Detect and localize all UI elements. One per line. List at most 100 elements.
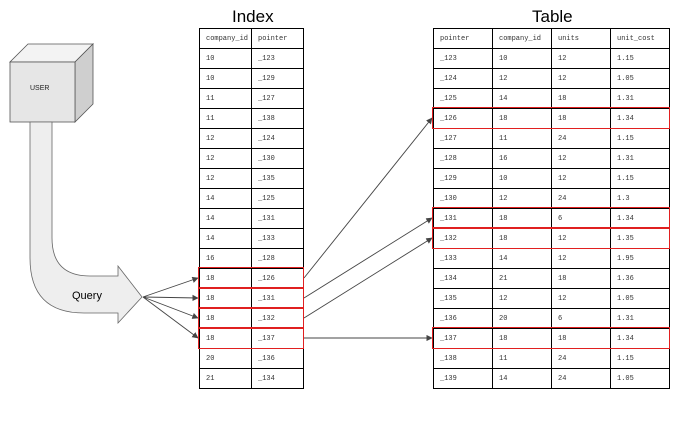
index-row: 18_132 <box>199 308 304 329</box>
table-cell: 1.31 <box>610 308 670 329</box>
index-row: 10_129 <box>199 68 304 89</box>
table-cell: 12 <box>551 168 611 189</box>
table-cell: 1.95 <box>610 248 670 269</box>
table-cell: 14 <box>492 368 552 389</box>
table-cell: 6 <box>551 308 611 329</box>
index-cell: 12 <box>199 148 252 169</box>
table-cell: 1.05 <box>610 288 670 309</box>
table-cell: 11 <box>492 348 552 369</box>
pointer-link-arrow <box>303 217 433 299</box>
table-cell: _131 <box>433 208 493 229</box>
table-header-cell: unit_cost <box>610 28 670 49</box>
index-title: Index <box>232 7 274 26</box>
table-cell: _137 <box>433 328 493 349</box>
table-cell: _138 <box>433 348 493 369</box>
table-cell: 18 <box>492 208 552 229</box>
index-cell: 18 <box>199 328 252 349</box>
index-cell: 18 <box>199 288 252 309</box>
index-cell: _125 <box>251 188 304 209</box>
table-cell: 1.3 <box>610 188 670 209</box>
index-cell: _136 <box>251 348 304 369</box>
table-cell: _134 <box>433 268 493 289</box>
table-cell: 12 <box>492 288 552 309</box>
table-cell: 1.36 <box>610 268 670 289</box>
table-cell: _125 <box>433 88 493 109</box>
table-cell: 12 <box>551 48 611 69</box>
table-cell: _123 <box>433 48 493 69</box>
table-cell: _124 <box>433 68 493 89</box>
index-cell: _133 <box>251 228 304 249</box>
table-title: Table <box>532 7 573 26</box>
table-cell: 12 <box>551 68 611 89</box>
index-cell: _131 <box>251 288 304 309</box>
index-cell: _132 <box>251 308 304 329</box>
index-cell: 10 <box>199 48 252 69</box>
index-header-cell: company_id <box>199 28 252 49</box>
table-cell: _128 <box>433 148 493 169</box>
index-row: 21_134 <box>199 368 304 389</box>
index-cell: _130 <box>251 148 304 169</box>
index-row: 12_135 <box>199 168 304 189</box>
index-row: 18_137 <box>199 328 304 349</box>
table-cell: 12 <box>492 68 552 89</box>
table-cell: 10 <box>492 168 552 189</box>
table-cell: _136 <box>433 308 493 329</box>
table-cell: 12 <box>551 228 611 249</box>
table-cell: 20 <box>492 308 552 329</box>
index-cell: 12 <box>199 128 252 149</box>
index-cell: 11 <box>199 108 252 129</box>
table-cell: _135 <box>433 288 493 309</box>
table-cell: 12 <box>551 248 611 269</box>
table-cell: 18 <box>551 108 611 129</box>
table-cell: 14 <box>492 88 552 109</box>
index-cell: 10 <box>199 68 252 89</box>
index-row: 12_124 <box>199 128 304 149</box>
query-fan-arrow <box>142 276 199 298</box>
index-row: 18_126 <box>199 268 304 289</box>
table-cell: 16 <box>492 148 552 169</box>
table-cell: 1.34 <box>610 328 670 349</box>
index-header-cell: pointer <box>251 28 304 49</box>
table-cell: 21 <box>492 268 552 289</box>
query-label: Query <box>72 290 102 302</box>
query-fan-arrow <box>142 294 199 302</box>
index-cell: _126 <box>251 268 304 289</box>
query-fan-arrow <box>142 296 199 319</box>
index-cell: 18 <box>199 308 252 329</box>
index-cell: _123 <box>251 48 304 69</box>
table-cell: 1.15 <box>610 168 670 189</box>
table-cell: 6 <box>551 208 611 229</box>
table-cell: 1.35 <box>610 228 670 249</box>
table-cell: _129 <box>433 168 493 189</box>
table-cell: 1.15 <box>610 348 670 369</box>
table-cell: _139 <box>433 368 493 389</box>
table-cell: 12 <box>551 288 611 309</box>
index-cell: 11 <box>199 88 252 109</box>
table-cell: _127 <box>433 128 493 149</box>
query-arrow <box>29 121 143 325</box>
table-cell: 18 <box>492 328 552 349</box>
query-fan-arrow <box>142 296 199 339</box>
index-cell: _135 <box>251 168 304 189</box>
table-cell: 1.31 <box>610 88 670 109</box>
table-cell: 12 <box>551 148 611 169</box>
pointer-link-arrow <box>303 237 433 319</box>
table-header-cell: company_id <box>492 28 552 49</box>
index-row: 11_138 <box>199 108 304 129</box>
table-cell: _133 <box>433 248 493 269</box>
index-cell: 14 <box>199 208 252 229</box>
index-row: 14_131 <box>199 208 304 229</box>
table-cell: 12 <box>492 188 552 209</box>
